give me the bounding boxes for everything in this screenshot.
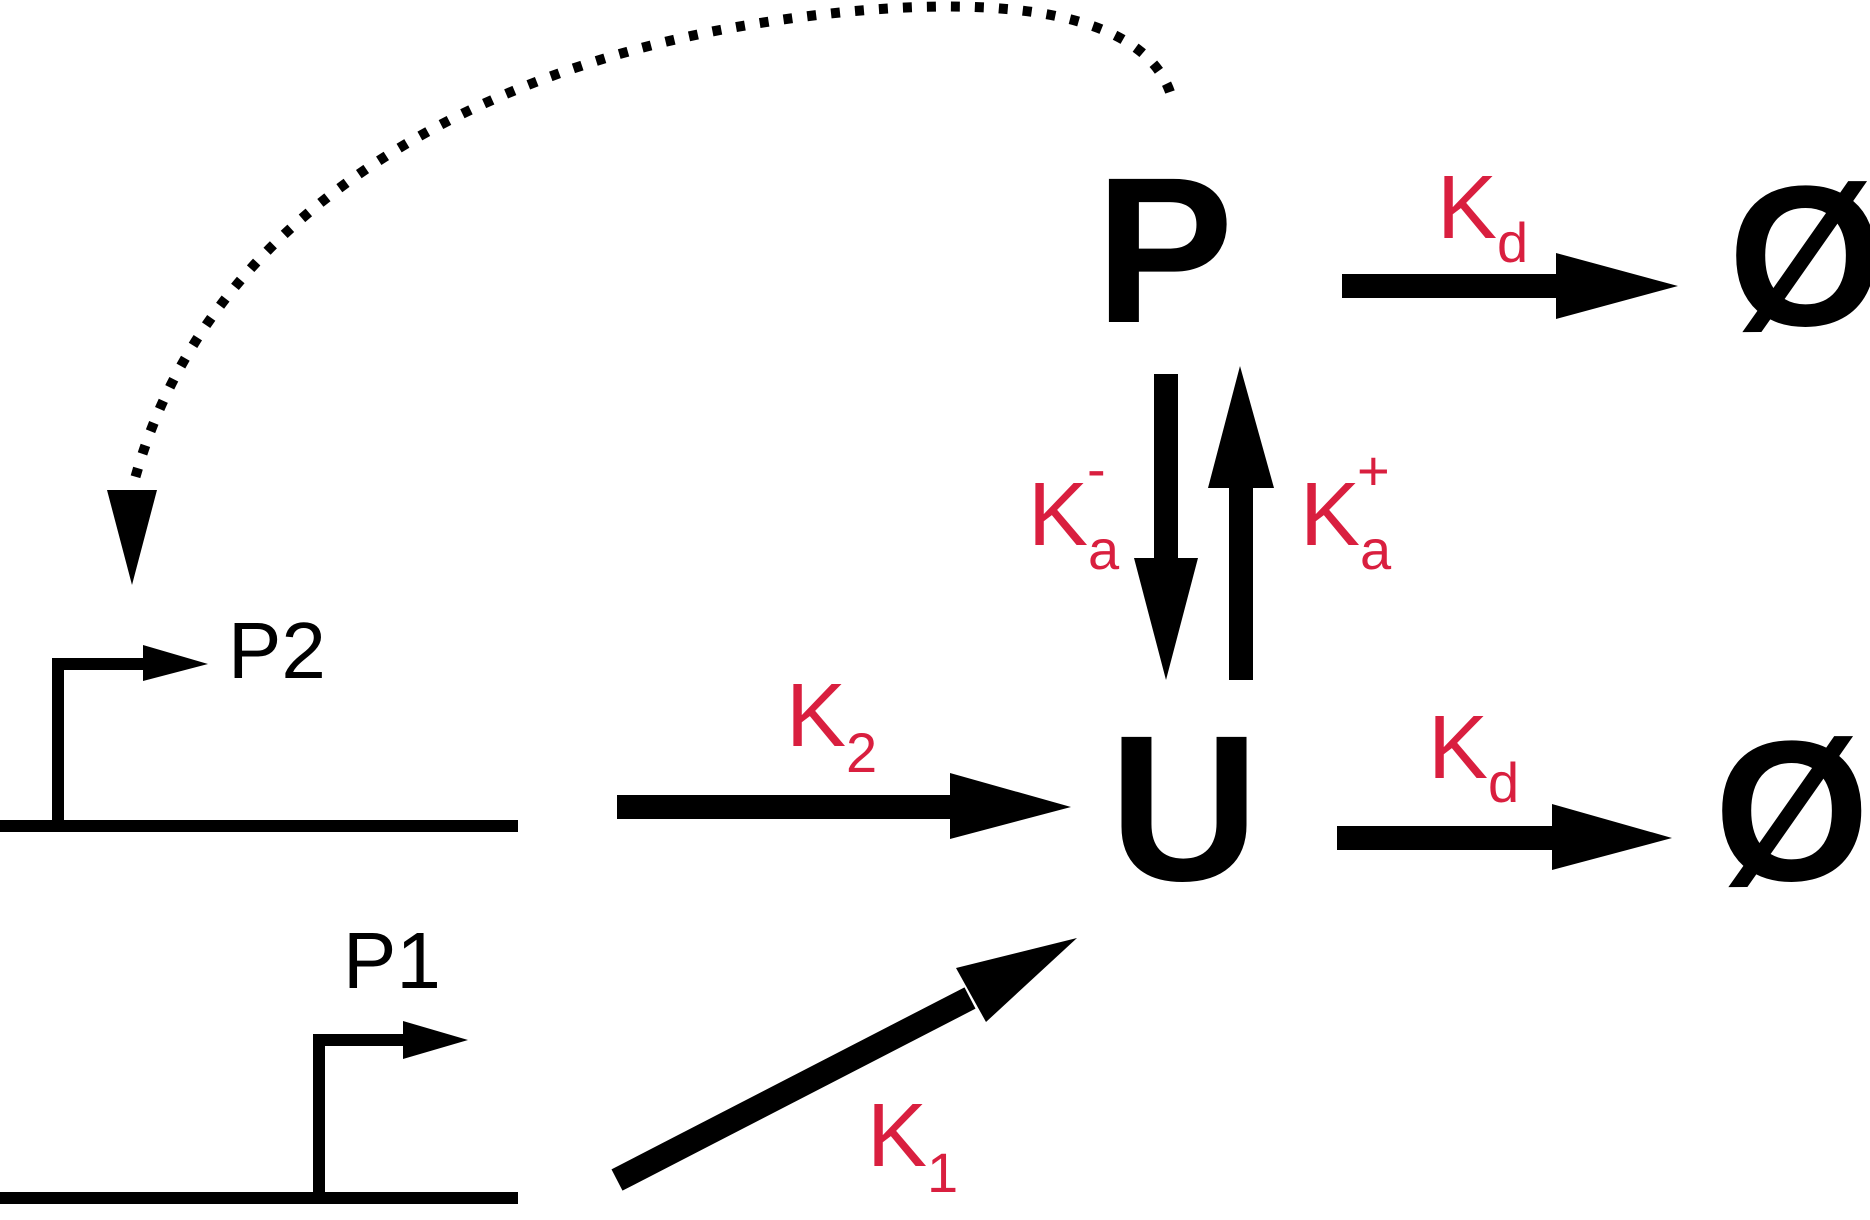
promoter-p2-label: P2: [228, 606, 326, 695]
rate-ka-minus-sub: a: [1088, 518, 1120, 581]
transcription-arrow-p1-shaft: [611, 987, 976, 1191]
node-u: U: [1109, 693, 1259, 925]
rate-k2: K2: [786, 666, 877, 784]
rate-kd-bottom-sub: d: [1488, 751, 1519, 814]
node-p: P: [1095, 135, 1234, 367]
rate-ka-minus-base: K: [1028, 465, 1088, 565]
promoter-p2-arrow: [52, 658, 146, 826]
rate-ka-minus: Ka: [1028, 465, 1120, 581]
rate-kd-top: Kd: [1437, 158, 1528, 274]
transcription-arrow-p1-head: [956, 938, 1077, 1022]
degraded-symbol-top: Ø: [1728, 145, 1870, 368]
promoter-p1-arrow: [313, 1034, 406, 1198]
rate-ka-plus: Ka: [1300, 465, 1392, 581]
promoter-p1-arrowhead: [403, 1021, 468, 1059]
degradation-arrow-p-head: [1556, 253, 1678, 319]
rate-k1-sub: 1: [927, 1141, 958, 1204]
rate-kd-top-sub: d: [1497, 211, 1528, 274]
promoter-p1-label: P1: [343, 916, 441, 1005]
degraded-symbol-bottom: Ø: [1714, 700, 1870, 923]
rate-k1: K1: [867, 1086, 958, 1204]
rate-k2-base: K: [786, 666, 846, 766]
arrow-p-to-u-head: [1134, 558, 1198, 680]
feedback-dotted-arrow: [127, 1, 1175, 492]
rate-kd-bottom-base: K: [1428, 698, 1488, 798]
rate-ka-plus-sub: a: [1360, 518, 1392, 581]
rate-kd-bottom: Kd: [1428, 698, 1519, 814]
rate-k2-sub: 2: [846, 721, 877, 784]
rate-kd-top-base: K: [1437, 158, 1497, 258]
transcription-arrow-p2-head: [950, 773, 1071, 839]
arrow-u-to-p-head: [1208, 366, 1274, 488]
feedback-arrowhead: [107, 490, 157, 585]
promoter-p2-arrowhead: [143, 645, 208, 681]
rate-ka-minus-sup: -: [1087, 437, 1106, 500]
degradation-arrow-u-head: [1552, 804, 1672, 870]
rate-k1-base: K: [867, 1086, 927, 1186]
rate-ka-plus-sup: +: [1357, 439, 1390, 502]
rate-ka-plus-base: K: [1300, 465, 1360, 565]
